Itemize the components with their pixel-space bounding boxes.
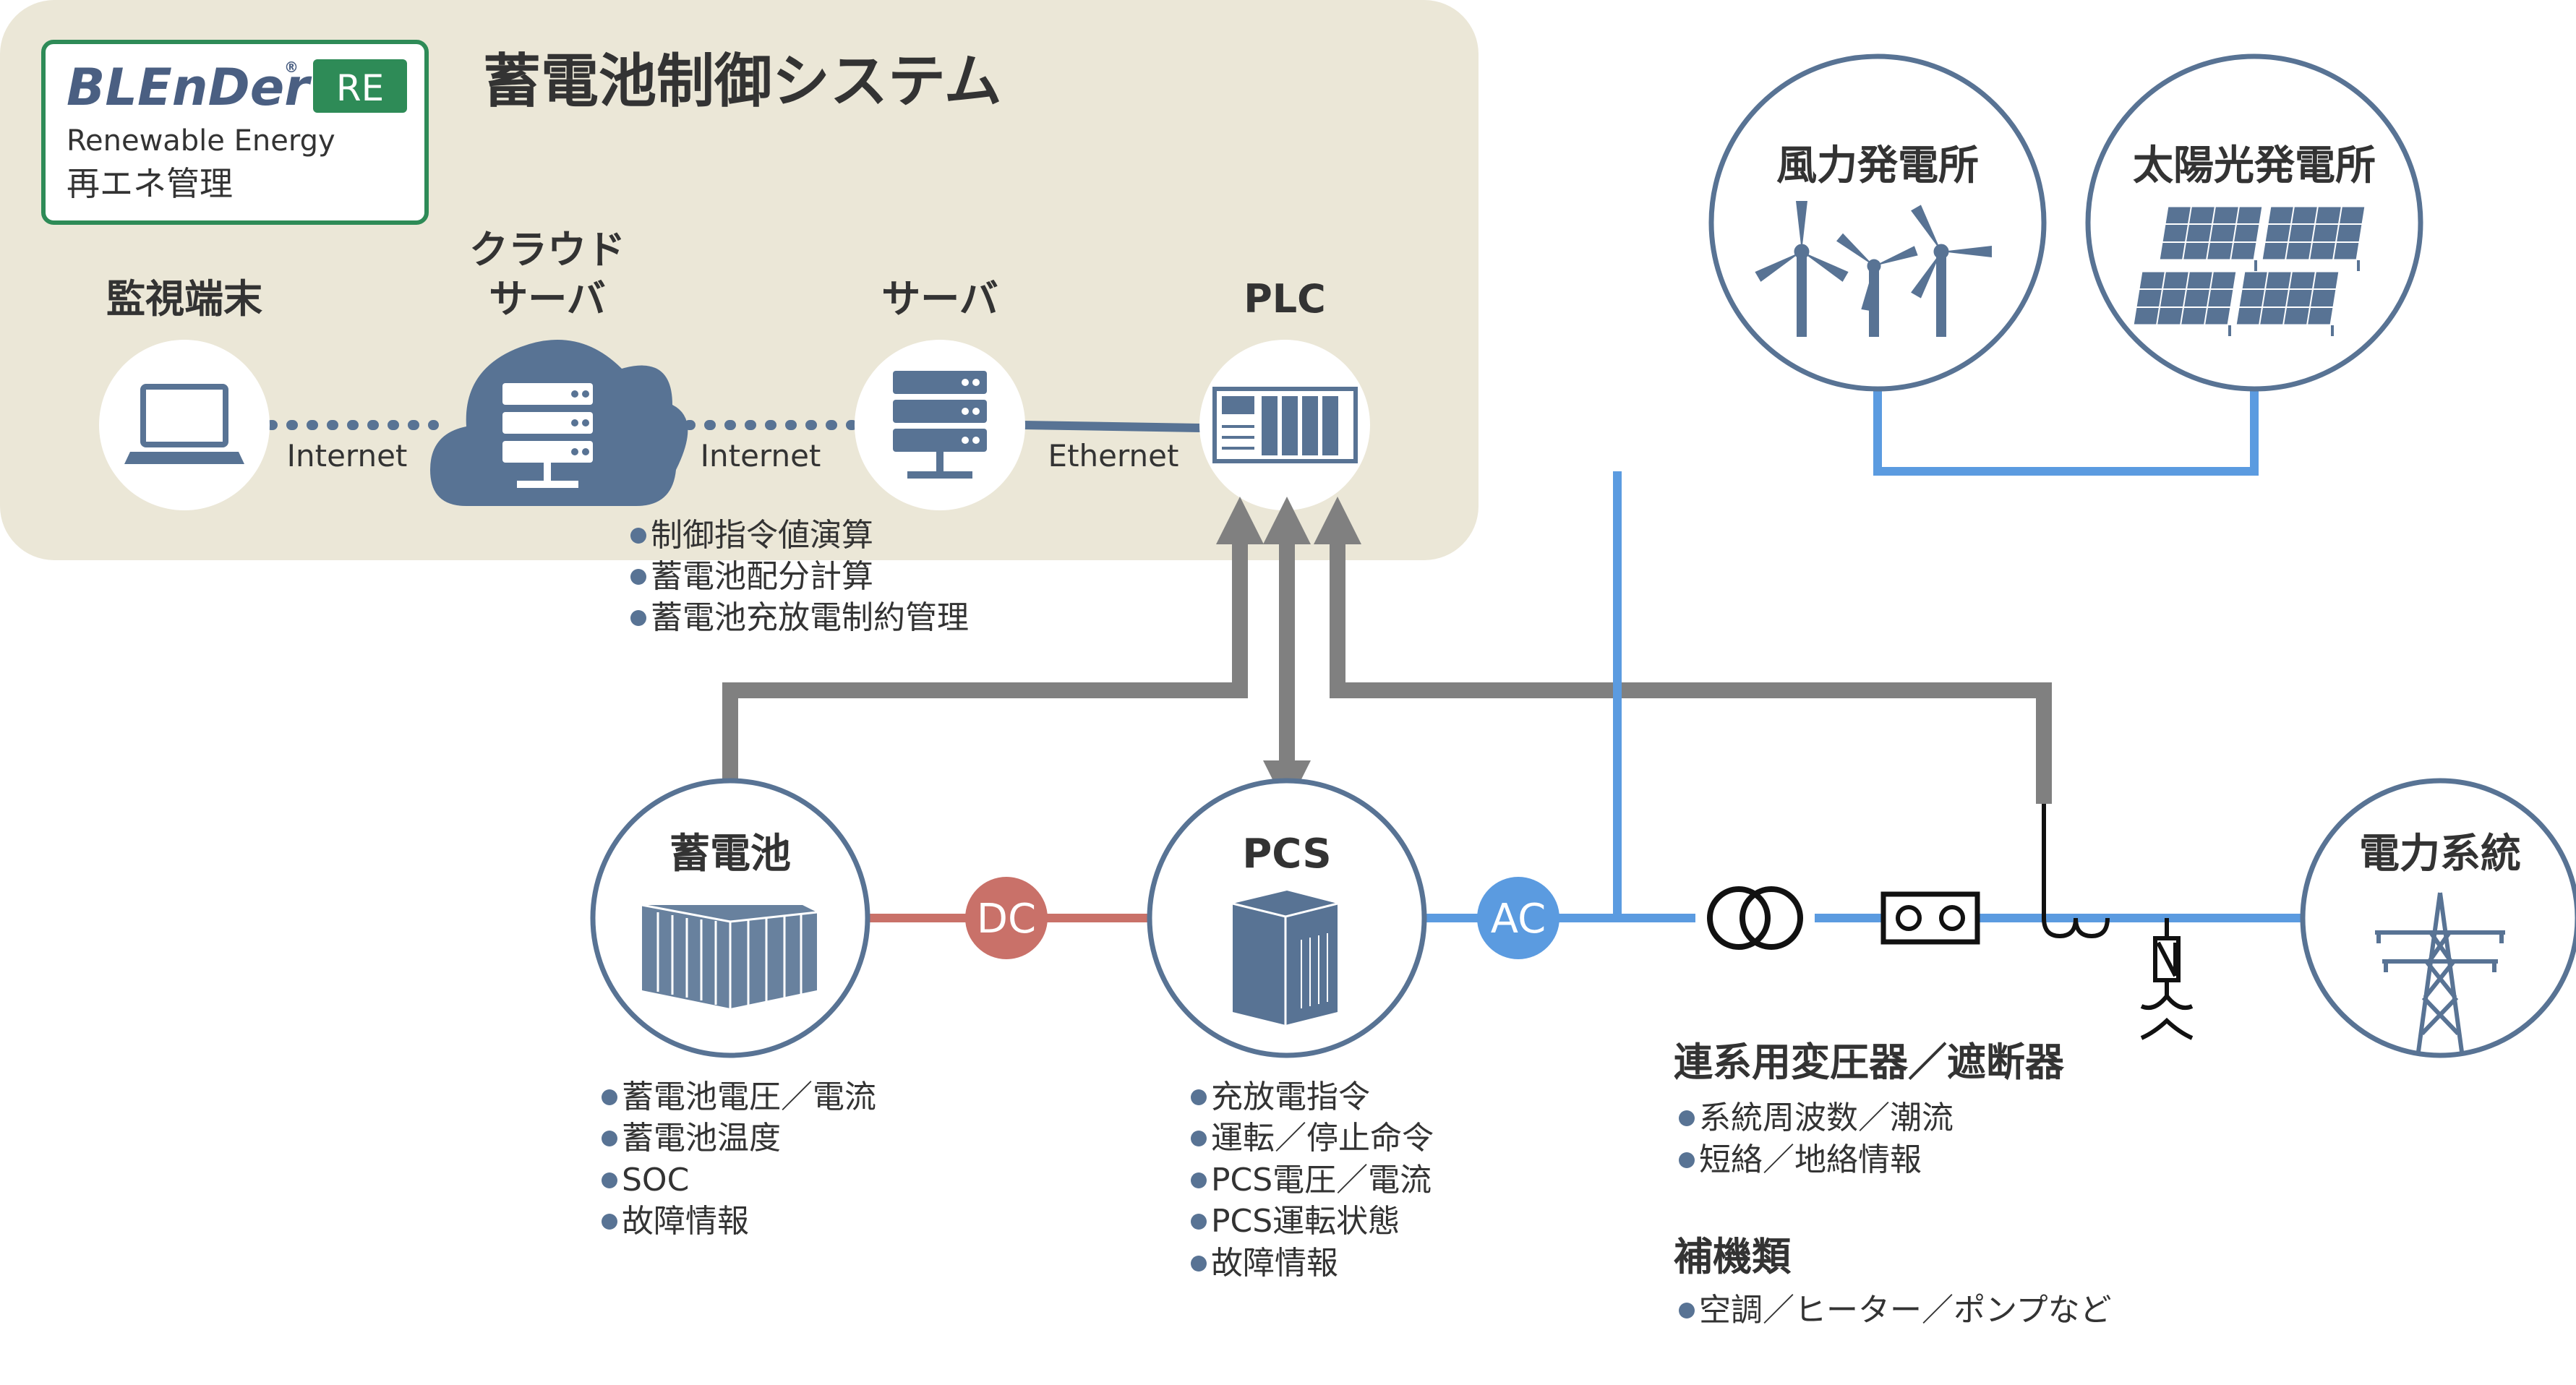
- ac-label: AC: [1491, 896, 1546, 943]
- auxiliary-title: 補機類: [1674, 1234, 1792, 1279]
- auxiliary-info-item: 空調／ヒーター／ポンプなど: [1699, 1292, 2112, 1329]
- power-grid-node: [2300, 778, 2576, 1058]
- logo-registered: ®: [284, 59, 299, 76]
- solar-panel-icon: [2131, 205, 2367, 336]
- wind-turbine-icon: [1755, 201, 1992, 337]
- transformer-info-item: 系統周波数／潮流: [1699, 1099, 1954, 1136]
- wind-farm-label: 風力発電所: [1776, 142, 1979, 189]
- power-grid-label: 電力系統: [2359, 831, 2521, 878]
- transmission-tower-icon: [2375, 892, 2505, 1052]
- monitor-label: 監視端末: [106, 276, 262, 322]
- battery-info-item: 蓄電池温度: [622, 1120, 781, 1157]
- logo-brand: BLEnDer: [67, 58, 312, 117]
- solar-farm-label: 太陽光発電所: [2133, 142, 2376, 189]
- server-label: サーバ: [881, 276, 998, 322]
- server-functions-list: 制御指令値演算 蓄電池配分計算 蓄電池充放電制約管理: [630, 517, 969, 636]
- logo-subtitle: Renewable Energy: [67, 124, 335, 158]
- auxiliary-info-list: 空調／ヒーター／ポンプなど: [1679, 1292, 2112, 1329]
- plc-icon: [1212, 387, 1358, 463]
- pcs-info-item: PCS電圧／電流: [1211, 1162, 1432, 1199]
- logo-caption: 再エネ管理: [67, 164, 233, 203]
- dc-badge: [965, 877, 1048, 959]
- transformer-title: 連系用変圧器／遮断器: [1674, 1039, 2065, 1085]
- cloud-label-line1: クラウド: [469, 227, 625, 273]
- plc-label: PLC: [1244, 276, 1326, 322]
- transformer-info-list: 系統周波数／潮流 短絡／地絡情報: [1679, 1099, 1954, 1178]
- battery-label: 蓄電池: [669, 831, 791, 878]
- internet-label-2: Internet: [701, 438, 821, 473]
- breaker-icon: [1880, 891, 1980, 945]
- server-function-item: 制御指令値演算: [651, 517, 873, 554]
- monitor-node: [99, 340, 270, 510]
- battery-container-icon: [641, 904, 818, 1008]
- pcs-info-item: 運転／停止命令: [1211, 1120, 1434, 1157]
- transformer-icon: [1695, 886, 1815, 951]
- server-icon: [893, 371, 987, 479]
- pcs-info-item: 充放電指令: [1211, 1079, 1370, 1115]
- battery-info-list: 蓄電池電圧／電流 蓄電池温度 SOC 故障情報: [602, 1079, 876, 1240]
- server-node: [855, 340, 1025, 510]
- current-transformer-icon: [2042, 804, 2110, 939]
- cloud-label-line2: サーバ: [489, 276, 605, 322]
- signal-lines: [722, 497, 2052, 808]
- ethernet-label: Ethernet: [1048, 438, 1179, 473]
- ethernet-link: [1022, 421, 1202, 432]
- auxiliary-equipment-icon: [2140, 918, 2194, 1040]
- laptop-icon: [124, 384, 244, 464]
- wind-farm-node: [1708, 53, 2047, 392]
- pcs-cabinet-icon: [1232, 891, 1338, 1025]
- ac-lines: [1417, 387, 2303, 922]
- cloud-server-icon: [502, 383, 593, 488]
- pcs-info-list: 充放電指令 運転／停止命令 PCS電圧／電流 PCS運転状態 故障情報: [1191, 1079, 1434, 1282]
- blender-re-logo: BLEnDer ® RE Renewable Energy 再エネ管理: [41, 40, 429, 225]
- battery-info-item: 蓄電池電圧／電流: [622, 1079, 876, 1115]
- system-title: 蓄電池制御システム: [483, 48, 1002, 115]
- pcs-info-item: PCS運転状態: [1211, 1203, 1400, 1240]
- ac-badge: [1477, 877, 1559, 959]
- battery-info-item: 故障情報: [622, 1203, 749, 1240]
- pcs-label: PCS: [1242, 831, 1332, 878]
- transformer-info-item: 短絡／地絡情報: [1699, 1141, 1922, 1178]
- internet-label-1: Internet: [287, 438, 408, 473]
- logo-badge: RE: [336, 67, 384, 109]
- server-function-item: 蓄電池配分計算: [651, 558, 873, 595]
- server-function-item: 蓄電池充放電制約管理: [651, 599, 969, 636]
- pcs-info-item: 故障情報: [1211, 1245, 1338, 1282]
- battery-info-item: SOC: [622, 1162, 689, 1199]
- logo-badge-bg: [313, 59, 407, 113]
- dc-label: DC: [977, 896, 1036, 943]
